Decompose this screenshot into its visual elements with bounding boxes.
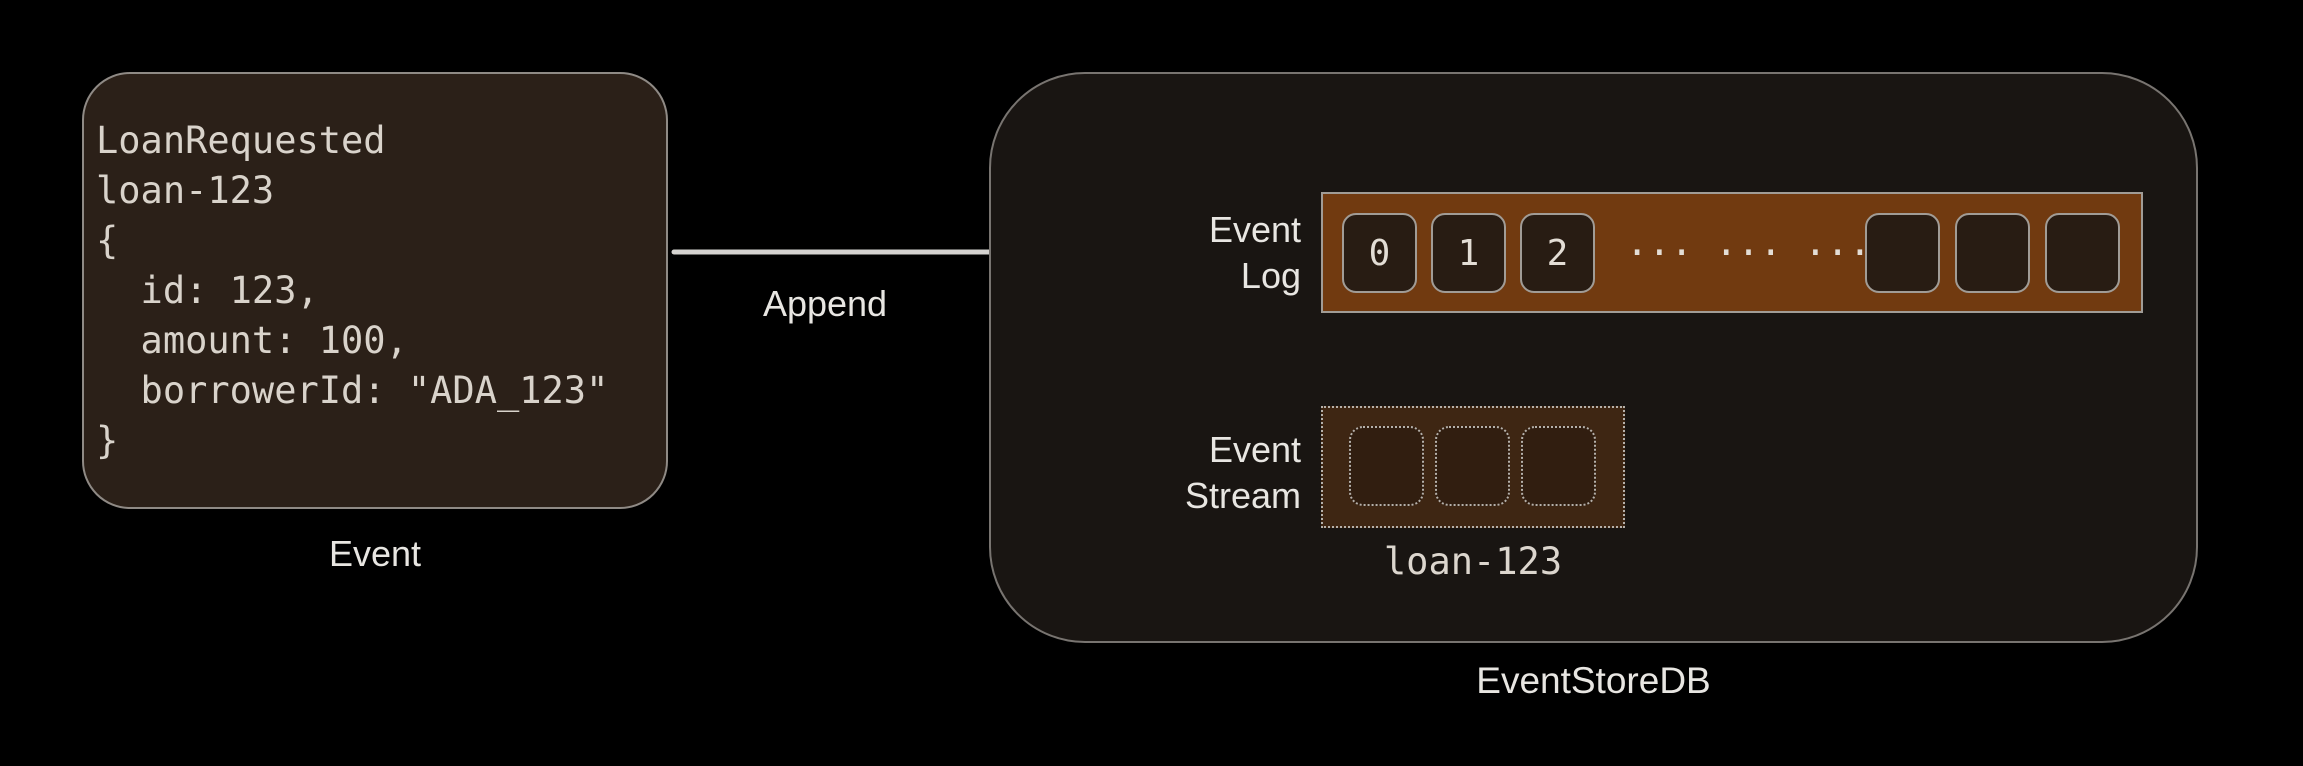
event-stream-name: loan-123 xyxy=(1383,540,1563,583)
append-label: Append xyxy=(762,283,888,324)
event-log-cell-2: 2 xyxy=(1520,213,1595,293)
event-stream-label-line1: Event xyxy=(1208,429,1301,470)
event-log-ellipsis: ... ... ... xyxy=(1626,221,1872,264)
event-log-empty-cell xyxy=(1865,213,1940,293)
event-code: LoanRequested loan-123 { id: 123, amount… xyxy=(96,119,609,462)
event-log-cell-0: 0 xyxy=(1342,213,1417,293)
event-log-empty-cell xyxy=(1955,213,2030,293)
event-stream-label-line2: Stream xyxy=(1184,475,1301,516)
event-log-label-line1: Event xyxy=(1208,209,1301,250)
event-log-label: Event Log xyxy=(1001,207,1301,299)
eventstoredb-container xyxy=(989,72,2198,643)
event-stream-cell xyxy=(1521,426,1596,506)
event-log-bar: 0 1 2 xyxy=(1321,192,2143,313)
event-stream-box xyxy=(1321,406,1625,528)
event-stream-label: Event Stream xyxy=(1001,427,1301,519)
event-log-empty-cell xyxy=(2045,213,2120,293)
eventstoredb-caption: EventStoreDB xyxy=(1476,660,1711,701)
event-log-label-line2: Log xyxy=(1240,255,1301,296)
event-stream-cell xyxy=(1435,426,1510,506)
event-stream-cell xyxy=(1349,426,1424,506)
event-card: LoanRequested loan-123 { id: 123, amount… xyxy=(82,72,668,509)
event-log-cell-1: 1 xyxy=(1431,213,1506,293)
event-card-caption: Event xyxy=(328,533,422,574)
